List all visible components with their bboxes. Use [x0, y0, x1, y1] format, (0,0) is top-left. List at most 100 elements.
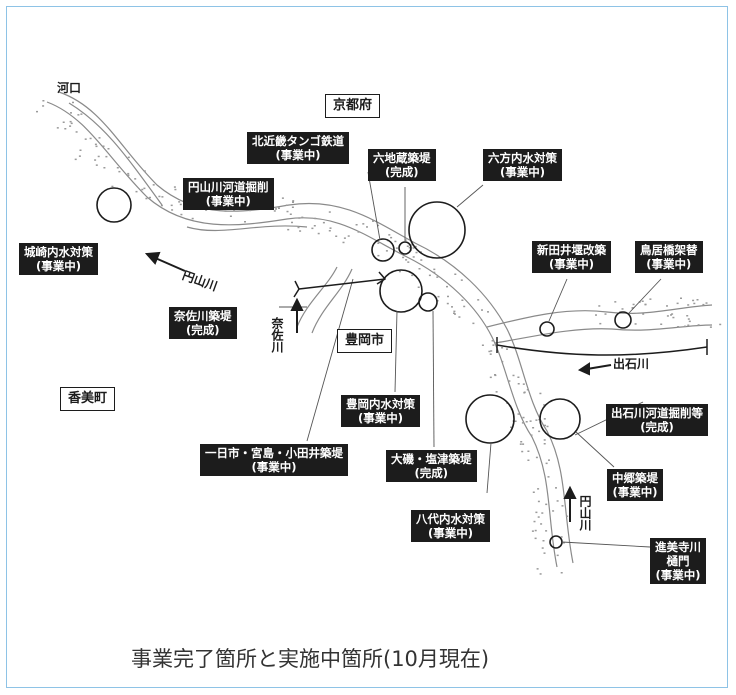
map-speckle [560, 536, 563, 538]
map-speckle [544, 424, 546, 427]
map-speckle [388, 234, 391, 236]
map-speckle [77, 114, 80, 116]
map-speckle [472, 322, 475, 325]
map-speckle [74, 158, 77, 161]
map-speckle [672, 316, 675, 319]
map-speckle [317, 232, 320, 235]
map-speckle [412, 256, 415, 258]
map-speckle [285, 204, 288, 206]
map-speckle [477, 299, 480, 301]
map-speckle [446, 302, 449, 305]
extent-arrows [293, 271, 708, 356]
map-speckle [676, 302, 679, 305]
map-speckle [160, 204, 163, 207]
map-speckle [521, 422, 524, 424]
map-speckle [666, 305, 668, 307]
map-speckle [171, 209, 174, 211]
map-speckle [527, 459, 530, 461]
marker-kitakinki [371, 238, 395, 262]
map-speckle [451, 306, 453, 308]
label-ichibiichi: 一日市・宮島・小田井築堤(事業中) [200, 444, 348, 476]
map-speckle [533, 520, 536, 523]
marker-kinosaki [96, 187, 132, 223]
map-speckle [545, 503, 548, 506]
map-speckle [56, 127, 59, 129]
map-speckle [377, 254, 380, 257]
label-torii: 鳥居橋架替(事業中) [635, 241, 703, 273]
map-frame: 河口 京都府 豊岡市 香美町 円山川 出石川 奈佐川 円山川 城崎内水対策(事業… [6, 6, 728, 688]
map-speckle [89, 137, 92, 140]
map-speckle [347, 235, 350, 237]
map-speckle [407, 261, 410, 263]
river-channel [46, 91, 713, 568]
map-speckle [560, 572, 563, 574]
map-speckle [543, 439, 546, 441]
map-speckle [521, 450, 524, 453]
map-speckle [525, 421, 528, 423]
map-speckle [143, 187, 146, 190]
map-speckle [311, 227, 314, 230]
place-toyooka: 豊岡市 [337, 329, 393, 353]
map-speckle [281, 197, 284, 199]
place-kyoto: 京都府 [325, 94, 381, 118]
map-speckle [127, 174, 130, 177]
map-speckle [366, 226, 368, 228]
label-toyooka-inland: 豊岡内水対策(事業中) [341, 395, 420, 427]
map-speckle [540, 523, 543, 525]
map-speckle [405, 259, 408, 261]
map-speckle [84, 138, 87, 140]
map-speckle [80, 113, 83, 115]
map-speckle [555, 487, 557, 489]
map-speckle [343, 237, 346, 239]
label-kitakinki: 北近畿タンゴ鉄道(事業中) [247, 132, 349, 164]
map-speckle [412, 247, 415, 249]
map-speckle [454, 273, 457, 275]
map-speckle [72, 101, 74, 104]
map-speckle [402, 256, 405, 259]
map-speckle [548, 459, 550, 461]
map-speckle [179, 203, 182, 206]
map-speckle [143, 170, 146, 172]
map-speckle [514, 420, 517, 422]
map-speckle [541, 547, 544, 549]
map-speckle [329, 227, 332, 229]
map-speckle [541, 512, 544, 514]
map-speckle [362, 223, 365, 225]
marker-roppo [408, 201, 466, 259]
map-speckle [697, 324, 700, 326]
map-speckle [299, 230, 302, 232]
map-speckle [495, 391, 498, 393]
map-speckle [244, 221, 246, 223]
marker-shinmyoji [549, 535, 563, 549]
map-speckle [273, 210, 276, 212]
map-speckle [598, 305, 601, 307]
map-speckle [249, 209, 252, 212]
map-speckle [687, 318, 690, 320]
map-speckle [688, 320, 691, 323]
label-rokujizo: 六地蔵築堤(完成) [368, 149, 436, 181]
map-speckle [390, 236, 393, 239]
map-speckle [543, 552, 546, 554]
map-speckle [556, 554, 559, 557]
label-nakago: 中郷築堤(事業中) [607, 469, 663, 501]
label-nasa-levee: 奈佐川築堤(完成) [169, 307, 237, 339]
map-speckle [322, 221, 325, 224]
map-speckle [539, 392, 542, 395]
map-speckle [693, 302, 696, 305]
map-speckle [458, 316, 461, 318]
map-speckle [488, 350, 491, 353]
map-speckle [487, 311, 489, 313]
map-speckle [634, 323, 637, 325]
map-speckle [417, 286, 420, 288]
map-speckle [517, 383, 520, 385]
map-speckle [357, 231, 360, 233]
map-speckle [719, 323, 722, 326]
map-speckle [107, 148, 110, 150]
map-speckle [42, 105, 45, 107]
map-speckle [385, 250, 388, 252]
map-speckle [116, 167, 119, 169]
map-speckle [191, 217, 194, 220]
map-speckle [642, 313, 645, 315]
map-speckle [670, 314, 672, 316]
map-speckle [313, 225, 316, 227]
